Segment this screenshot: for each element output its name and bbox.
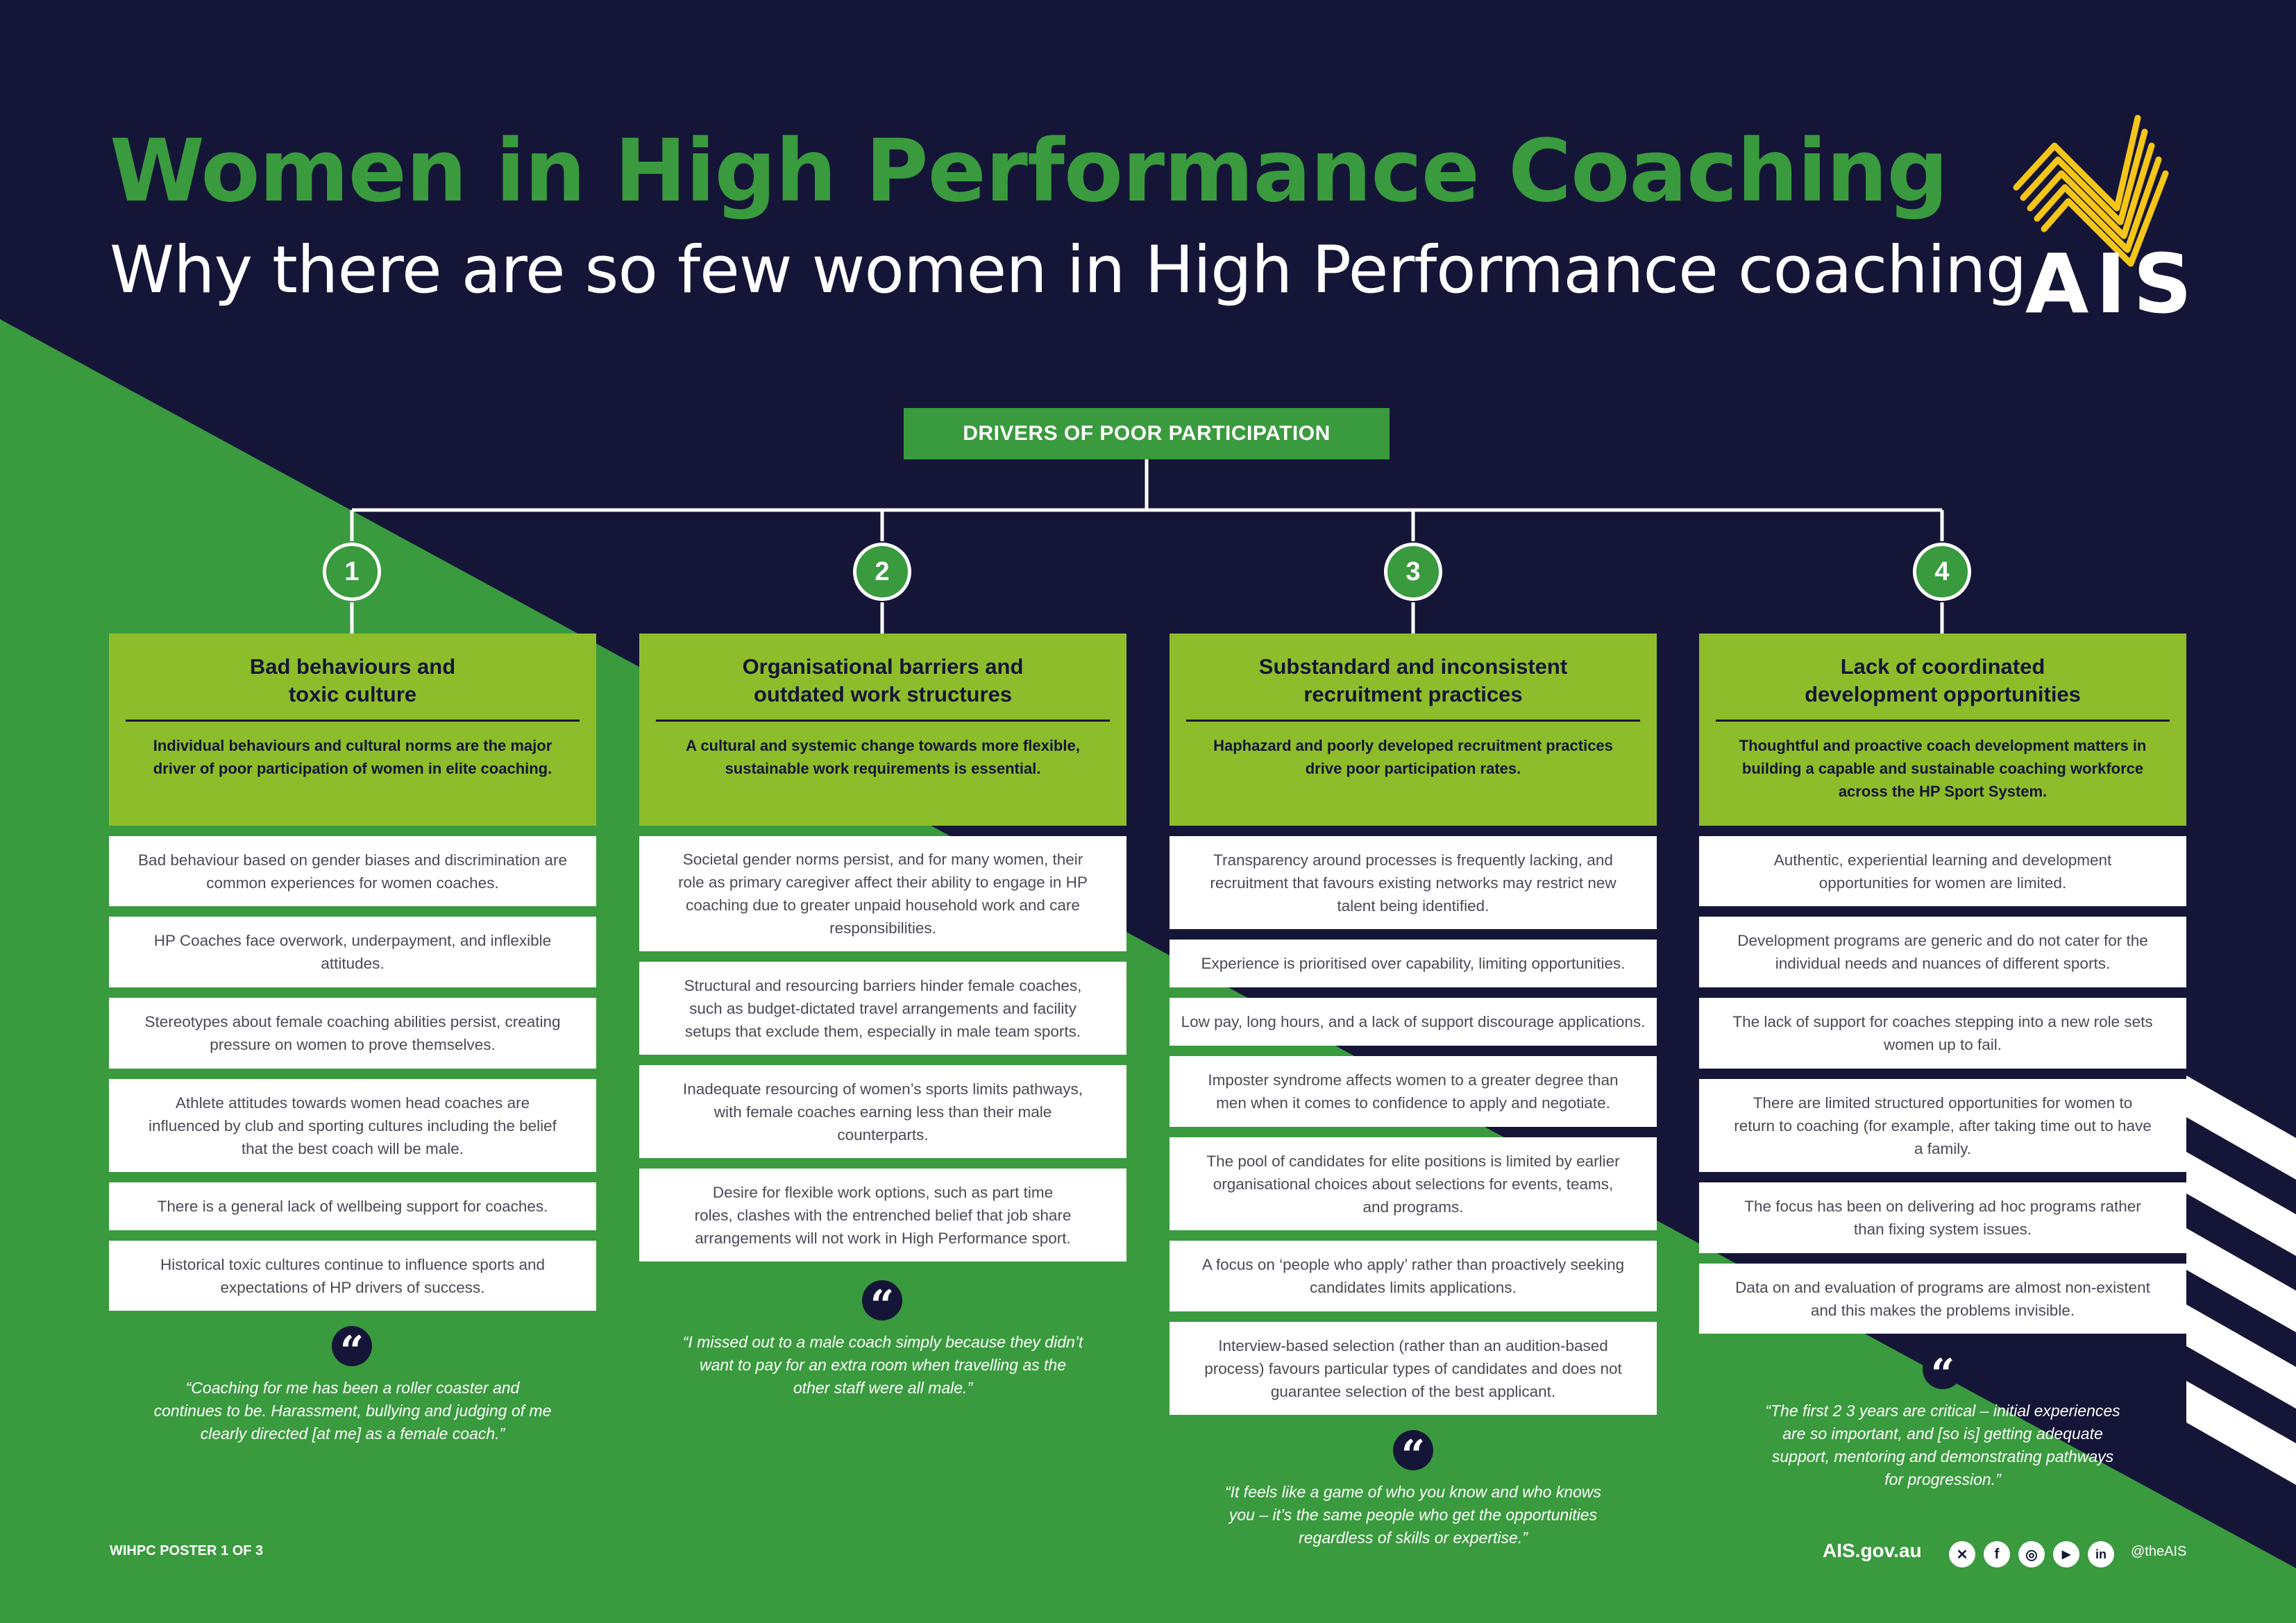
facebook-icon[interactable]: f bbox=[1984, 1541, 2010, 1567]
header-divider bbox=[656, 720, 1110, 722]
root-node: DRIVERS OF POOR PARTICIPATION bbox=[904, 408, 1390, 459]
column-number-3: 3 bbox=[1384, 543, 1442, 601]
list-item: Interview-based selection (rather than a… bbox=[1170, 1322, 1657, 1415]
column-number-4: 4 bbox=[1913, 543, 1971, 601]
youtube-icon[interactable]: ▶ bbox=[2053, 1541, 2079, 1567]
list-item: Structural and resourcing barriers hinde… bbox=[639, 962, 1126, 1055]
quote-icon: “ bbox=[1393, 1430, 1433, 1470]
list-item: Historical toxic cultures continue to in… bbox=[109, 1241, 596, 1311]
header-divider bbox=[126, 720, 580, 722]
column-description: Haphazard and poorly developed recruitme… bbox=[1213, 737, 1613, 777]
list-item: Bad behaviour based on gender biases and… bbox=[109, 836, 596, 906]
list-item: Data on and evaluation of programs are a… bbox=[1699, 1264, 2186, 1334]
quote-text-4: “The first 2 3 years are critical – init… bbox=[1765, 1402, 2120, 1488]
column-description: A cultural and systemic change towards m… bbox=[686, 737, 1080, 777]
header-divider bbox=[1716, 720, 2170, 722]
quote-text-1: “Coaching for me has been a roller coast… bbox=[153, 1379, 552, 1443]
list-item: Inadequate resourcing of women’s sports … bbox=[639, 1065, 1126, 1158]
ais-logo-text: AIS bbox=[2025, 236, 2200, 332]
poster-label: WIHPC POSTER 1 OF 3 bbox=[110, 1543, 264, 1558]
page-title: Women in High Performance Coaching bbox=[110, 121, 1948, 221]
column-number-1: 1 bbox=[323, 543, 381, 601]
list-item: There are limited structured opportuniti… bbox=[1699, 1079, 2186, 1172]
website-link[interactable]: AIS.gov.au bbox=[1823, 1540, 1922, 1561]
linkedin-icon[interactable]: in bbox=[2088, 1541, 2114, 1567]
list-item: A focus on ‘people who apply’ rather tha… bbox=[1170, 1241, 1657, 1311]
decorative-stripes bbox=[2186, 1076, 2296, 1485]
list-item: There is a general lack of wellbeing sup… bbox=[109, 1182, 596, 1230]
column-number-2: 2 bbox=[853, 543, 911, 601]
quote-icon: “ bbox=[862, 1280, 902, 1320]
header-divider bbox=[1186, 720, 1640, 722]
list-item: Low pay, long hours, and a lack of suppo… bbox=[1170, 998, 1657, 1046]
list-item: The lack of support for coaches stepping… bbox=[1699, 998, 2186, 1069]
list-item: Athlete attitudes towards women head coa… bbox=[109, 1079, 596, 1172]
list-item: Desire for flexible work options, such a… bbox=[639, 1169, 1126, 1261]
list-item: The focus has been on delivering ad hoc … bbox=[1699, 1182, 2186, 1253]
list-item: Authentic, experiential learning and dev… bbox=[1699, 836, 2186, 906]
list-item: Imposter syndrome affects women to a gre… bbox=[1170, 1056, 1657, 1127]
list-item: Societal gender norms persist, and for m… bbox=[639, 836, 1126, 951]
list-item: The pool of candidates for elite positio… bbox=[1170, 1137, 1657, 1230]
column-description: Thoughtful and proactive coach developme… bbox=[1739, 737, 2147, 800]
ais-logo-mark bbox=[2013, 114, 2169, 267]
list-item: Development programs are generic and do … bbox=[1699, 917, 2186, 987]
x-icon[interactable]: ✕ bbox=[1949, 1541, 1975, 1567]
quote-text-2: “I missed out to a male coach simply bec… bbox=[682, 1333, 1083, 1397]
social-handle: @theAIS bbox=[2131, 1544, 2187, 1559]
quote-text-3: “It feels like a game of who you know an… bbox=[1224, 1483, 1602, 1547]
list-item: Experience is prioritised over capabilit… bbox=[1170, 940, 1657, 987]
quote-icon: “ bbox=[1923, 1349, 1963, 1389]
list-item: HP Coaches face overwork, underpayment, … bbox=[109, 917, 596, 987]
list-item: Transparency around processes is frequen… bbox=[1170, 836, 1657, 929]
quote-icon: “ bbox=[332, 1326, 372, 1366]
page-subtitle: Why there are so few women in High Perfo… bbox=[110, 232, 2027, 308]
instagram-icon[interactable]: ◎ bbox=[2018, 1541, 2045, 1567]
column-description: Individual behaviours and cultural norms… bbox=[153, 737, 552, 777]
list-item: Stereotypes about female coaching abilit… bbox=[109, 998, 596, 1069]
tree-connectors bbox=[350, 459, 1944, 634]
